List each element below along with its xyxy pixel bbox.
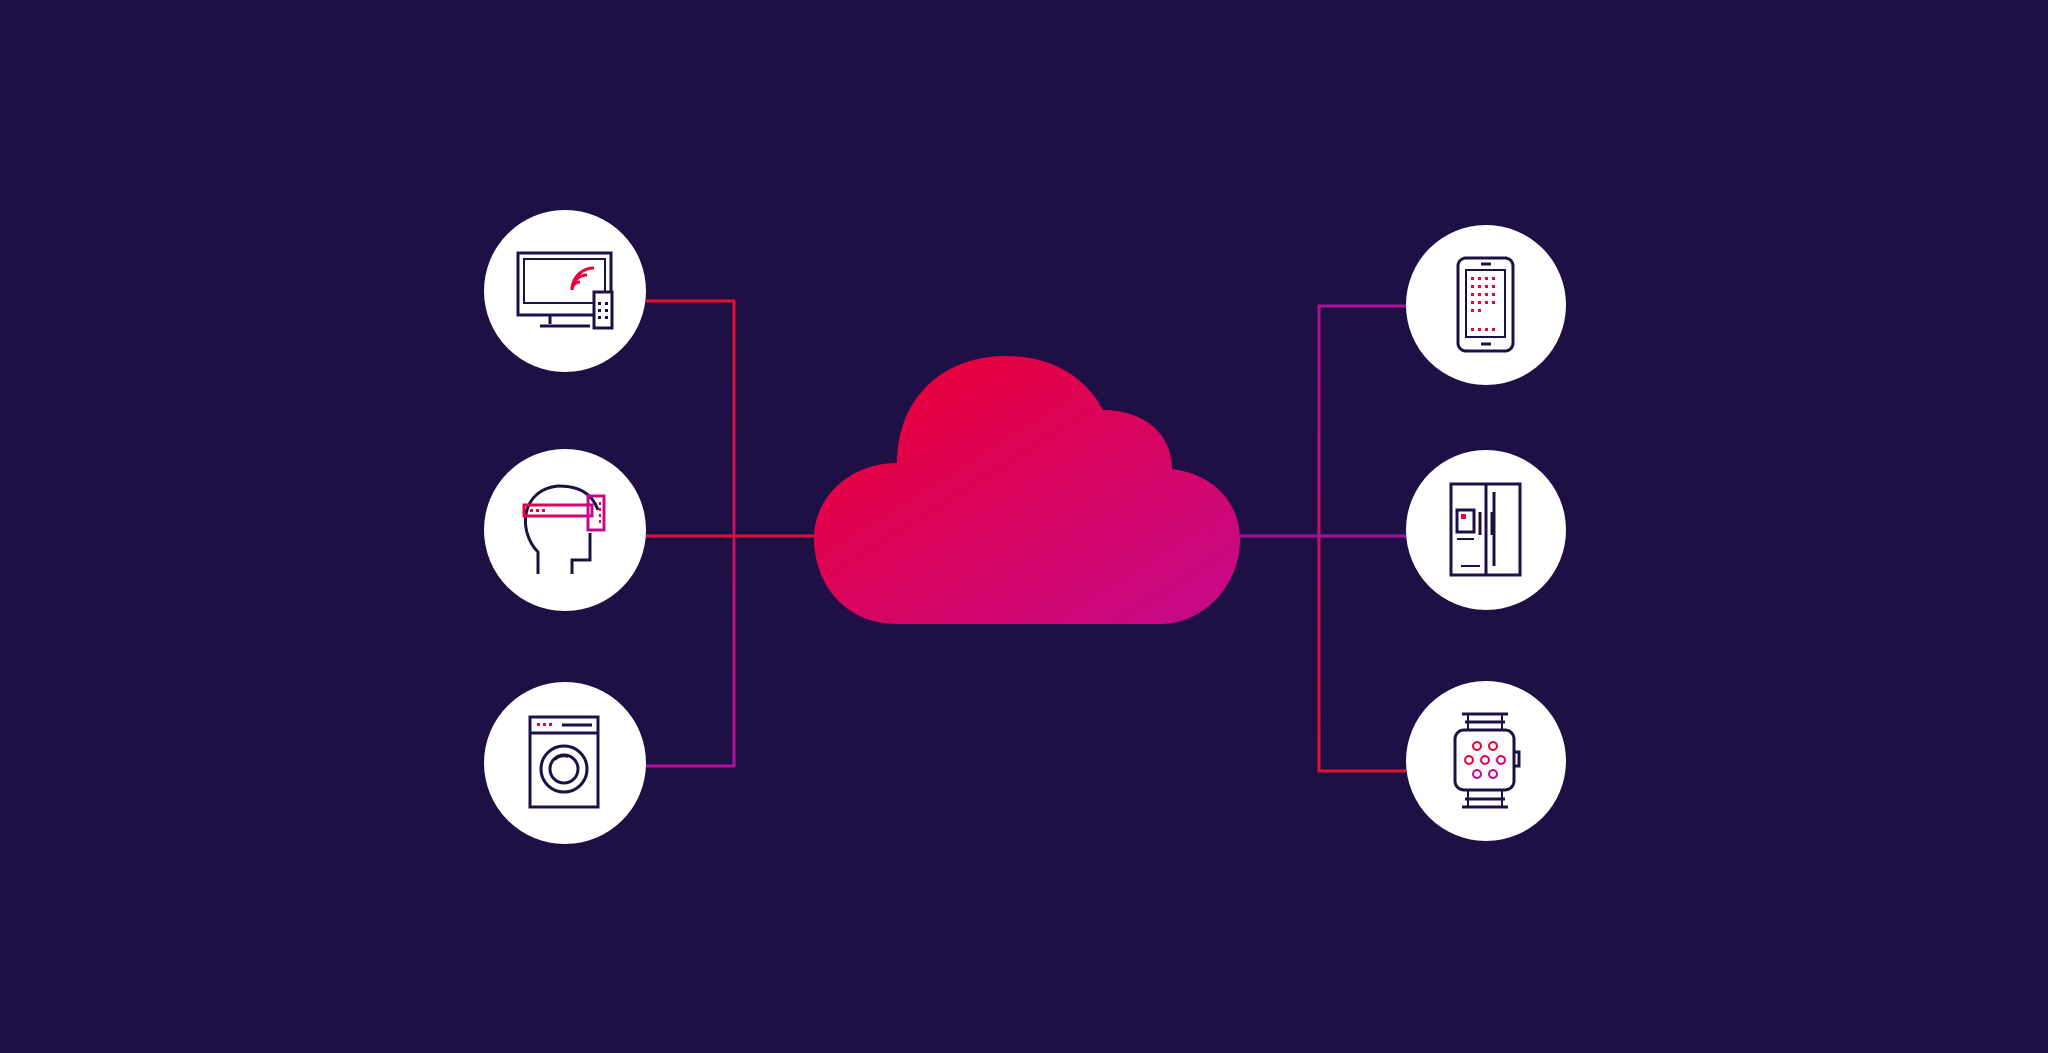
node-smart-tv xyxy=(484,210,646,372)
smart-fridge-icon xyxy=(1449,482,1522,577)
machine-body xyxy=(528,715,600,809)
vr-headset-icon xyxy=(522,484,606,574)
wifi-signal xyxy=(570,266,595,291)
watch-crown xyxy=(1512,750,1521,768)
tablet-icon xyxy=(1456,256,1515,353)
remote-buttons xyxy=(598,302,608,319)
right-connectors xyxy=(1240,304,1406,773)
tablet-screen-grid xyxy=(1471,277,1495,331)
node-tablet xyxy=(1406,225,1566,385)
tv-screen-outline xyxy=(516,251,613,317)
drum-reflection xyxy=(554,755,569,761)
control-lights xyxy=(537,723,552,726)
smartwatch-icon xyxy=(1453,712,1521,809)
fridge-display-light xyxy=(1461,514,1466,519)
connectors xyxy=(646,299,1406,773)
node-smart-fridge xyxy=(1406,450,1566,610)
node-vr-headset xyxy=(484,449,646,611)
jaw-line xyxy=(570,533,592,574)
tablet-body xyxy=(1456,256,1515,353)
tv-screen-inner xyxy=(523,258,606,304)
node-circle xyxy=(484,449,646,611)
node-circle xyxy=(484,210,646,372)
node-circle xyxy=(484,682,646,844)
node-washing-machine xyxy=(484,682,646,844)
machine-door xyxy=(539,744,589,794)
cloud-shape xyxy=(814,356,1240,624)
smart-tv-icon xyxy=(516,251,614,330)
remote-control xyxy=(592,290,614,330)
node-circle xyxy=(1406,681,1566,841)
watch-face-dots xyxy=(1464,741,1506,779)
device-nodes xyxy=(484,210,1566,844)
left-bracket-line xyxy=(646,299,736,768)
cloud-icon xyxy=(814,356,1240,624)
fridge-display xyxy=(1455,508,1476,534)
node-smartwatch xyxy=(1406,681,1566,841)
machine-drum xyxy=(548,753,580,785)
left-connectors xyxy=(646,299,816,768)
node-circle xyxy=(1406,225,1566,385)
right-bracket-line xyxy=(1317,304,1406,773)
washing-machine-icon xyxy=(528,715,600,809)
headset-visor xyxy=(586,494,606,532)
headset-dots xyxy=(530,502,601,523)
headset-strap xyxy=(522,503,594,518)
tablet-screen xyxy=(1465,269,1506,338)
